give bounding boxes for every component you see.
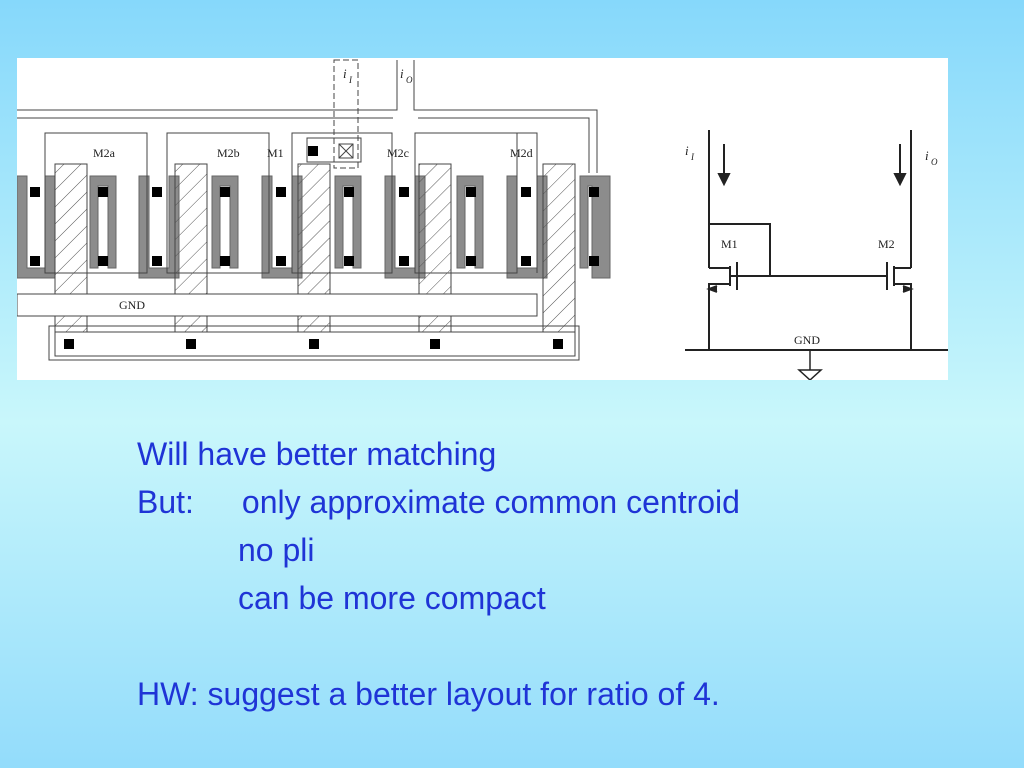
schem-label-m2: M2 <box>878 237 895 251</box>
label-gnd-layout: GND <box>119 298 145 312</box>
but-label: But: <box>137 484 194 520</box>
text-line-3: no pli <box>238 532 315 568</box>
layout-ii-label: i <box>343 66 347 81</box>
figure-panel: i I i O M2a M2b M1 M2c M2d GND <box>17 58 948 380</box>
text-line-4: can be more compact <box>238 580 546 616</box>
schem-ii-sub: I <box>690 152 695 162</box>
layout-and-schematic-figure: i I i O M2a M2b M1 M2c M2d GND <box>17 59 948 380</box>
schematic-labels: i I i O M1 M2 GND <box>685 143 938 347</box>
label-m2a: M2a <box>93 146 116 160</box>
blank-line <box>137 622 740 670</box>
layout-diagram <box>17 59 611 361</box>
slide-text: Will have better matching But: only appro… <box>137 430 740 718</box>
schem-ii-label: i <box>685 143 689 158</box>
label-m2d: M2d <box>510 146 533 160</box>
label-m2c: M2c <box>387 146 409 160</box>
schem-label-m1: M1 <box>721 237 738 251</box>
schematic <box>685 130 948 380</box>
schem-io-label: i <box>925 148 929 163</box>
text-line-5: HW: suggest a better layout for ratio of… <box>137 676 720 712</box>
layout-io-label: i <box>400 66 404 81</box>
label-m1: M1 <box>267 146 284 160</box>
layout-ii-sub: I <box>348 75 353 85</box>
text-line-2: But: only approximate common centroid <box>137 478 740 526</box>
poly-gates <box>54 163 576 340</box>
contact-squares <box>30 146 599 349</box>
label-m2b: M2b <box>217 146 240 160</box>
text-line-1: Will have better matching <box>137 436 497 472</box>
text-line-2-rest: only approximate common centroid <box>241 484 740 520</box>
layout-labels: i I i O M2a M2b M1 M2c M2d GND <box>93 66 533 312</box>
schem-io-sub: O <box>931 157 938 167</box>
schem-label-gnd: GND <box>794 333 820 347</box>
layout-io-sub: O <box>406 75 413 85</box>
